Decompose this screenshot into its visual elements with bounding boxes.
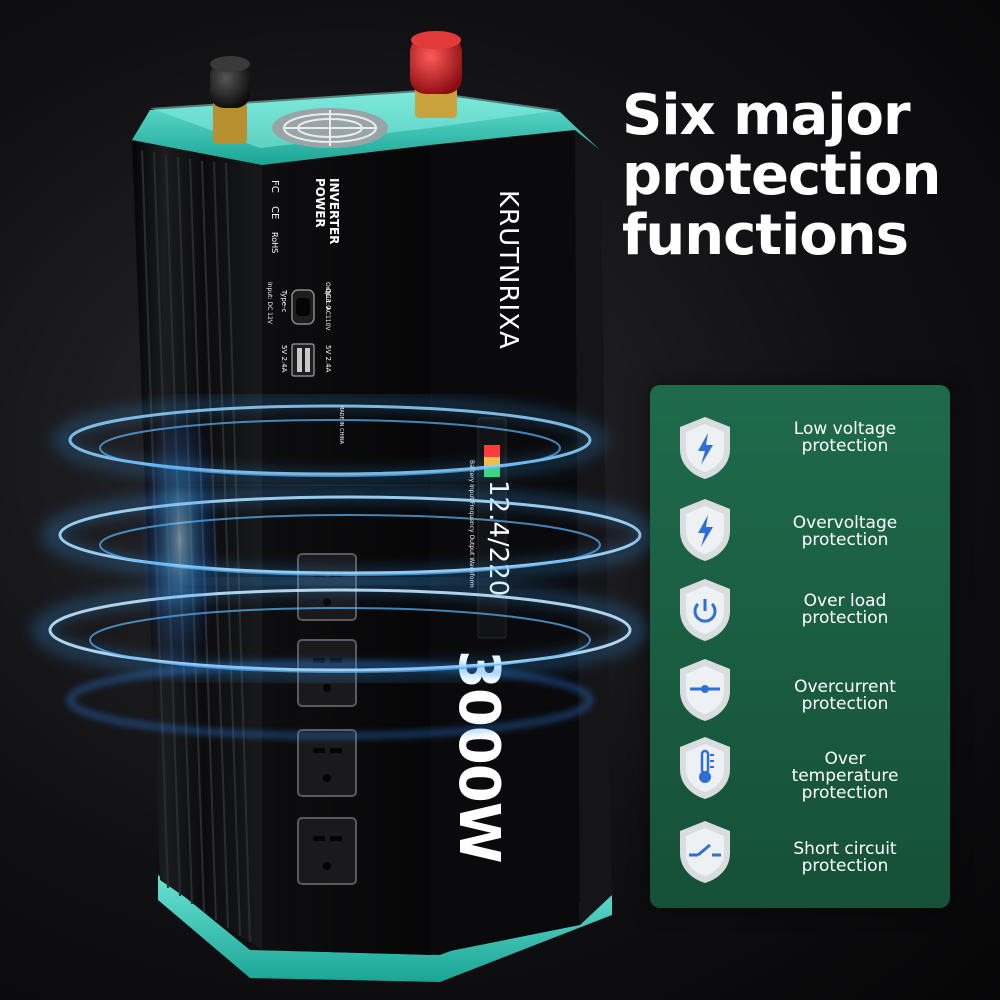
protection-item-short-circuit: Short circuit protection (650, 819, 950, 899)
protection-panel: Low voltage protection Overvoltage prote… (650, 385, 950, 908)
usb-5v-label-b: 5V 2.4A (280, 345, 288, 373)
current-line-icon (680, 659, 730, 721)
protection-item-over-load: Over load protection (650, 577, 950, 657)
protection-label: Overvoltage protection (792, 513, 898, 550)
lightning-bolt-icon (680, 417, 730, 479)
label-inverter: INVERTER (327, 178, 341, 244)
usb-ports (291, 289, 315, 377)
lightning-bolt-icon (680, 499, 730, 561)
made-in-label: MADE IN CHINA (338, 405, 344, 445)
protection-label: Low voltage protection (793, 419, 897, 456)
protection-item-over-temperature: Over temperature protection (650, 735, 950, 815)
headline-line-2: protection (622, 143, 941, 208)
cert-mark-ce: CE (269, 206, 280, 219)
input-spec: Input: DC 12V (266, 282, 273, 325)
brand-logo: KRUTNRIXA (493, 190, 523, 350)
thermometer-icon (680, 737, 730, 799)
headline: Six major protection functions (622, 86, 982, 266)
power-icon (680, 579, 730, 641)
usb-qc-label: QC3.0 (324, 288, 332, 310)
cert-mark-rohs: RoHS (270, 232, 279, 253)
protection-label: Over temperature protection (791, 749, 899, 803)
cert-mark-fc: FC (269, 180, 280, 193)
output-spec: Output: AC110V (324, 282, 331, 331)
protection-item-overcurrent: Overcurrent protection (650, 657, 950, 737)
bottom-cap (158, 875, 612, 982)
protection-label: Overcurrent protection (794, 677, 896, 714)
usb-typec-label: Type-c (280, 289, 288, 313)
lcd-caption: Battery Input Frequency Output Waveform (468, 460, 475, 588)
cooling-fins (141, 149, 251, 943)
headline-line-1: Six major (622, 83, 911, 148)
label-power: POWER (313, 178, 327, 228)
wattage-label: 3000W (446, 650, 511, 863)
usb-5v-label-a: 5V 2.4A (324, 345, 332, 373)
protection-item-overvoltage: Overvoltage protection (650, 497, 950, 577)
protection-label: Over load protection (801, 591, 889, 628)
fan-grille (272, 108, 388, 148)
protection-item-low-voltage: Low voltage protection (650, 415, 950, 495)
protection-label: Short circuit protection (793, 839, 897, 876)
positive-terminal (410, 31, 462, 118)
negative-terminal (210, 56, 250, 144)
switch-icon (680, 821, 730, 883)
headline-line-3: functions (622, 203, 909, 268)
